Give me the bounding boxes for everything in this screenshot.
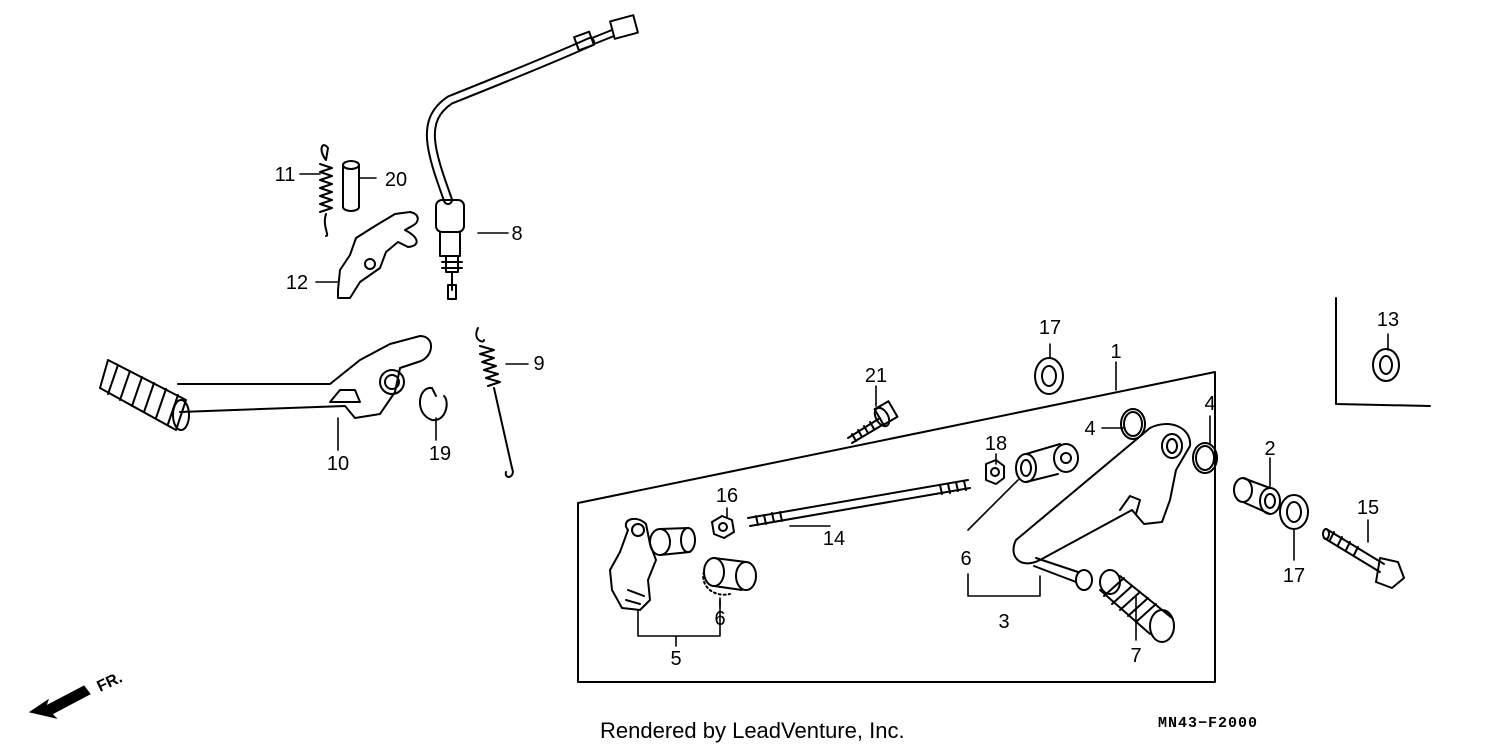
callout-9: 9 bbox=[533, 353, 544, 375]
callout-3: 3 bbox=[998, 611, 1009, 633]
part-16-nut bbox=[711, 515, 735, 539]
callout-4-left: 4 bbox=[1084, 418, 1095, 440]
callout-18: 18 bbox=[985, 433, 1007, 455]
part-8-switch-cable bbox=[425, 14, 639, 300]
part-10-pedal-arm bbox=[177, 335, 432, 419]
part-9-spring bbox=[475, 327, 514, 478]
part-3-shift-lever bbox=[1012, 423, 1192, 591]
part-17-washer-lower bbox=[1279, 494, 1309, 530]
callout-17-upper: 17 bbox=[1039, 317, 1061, 339]
callout-21: 21 bbox=[865, 365, 887, 387]
callout-1: 1 bbox=[1110, 341, 1121, 363]
callout-10: 10 bbox=[327, 453, 349, 475]
assembly-boundary-box bbox=[577, 371, 1216, 683]
part-5-shift-arm bbox=[609, 517, 696, 611]
callout-15: 15 bbox=[1357, 497, 1379, 519]
part-6-joint-lower bbox=[702, 557, 757, 596]
pedal-rubber-left bbox=[99, 359, 190, 431]
part-17-washer-upper bbox=[1034, 357, 1064, 395]
part-7-pedal-rubber bbox=[1099, 569, 1175, 643]
part-11-spring bbox=[319, 144, 333, 237]
callout-19: 19 bbox=[429, 443, 451, 465]
part-2-collar bbox=[1233, 477, 1281, 515]
part-4-ring-right bbox=[1192, 442, 1218, 474]
front-direction-arrow: FR. bbox=[28, 669, 126, 719]
callout-17-lower: 17 bbox=[1283, 565, 1305, 587]
callout-7: 7 bbox=[1130, 645, 1141, 667]
callout-6-upper: 6 bbox=[960, 548, 971, 570]
part-6-joint-upper bbox=[1015, 443, 1079, 483]
callout-5: 5 bbox=[670, 648, 681, 670]
callout-20: 20 bbox=[385, 169, 407, 191]
part-12-plate bbox=[337, 211, 419, 299]
diagram-code: MN43−F2000 bbox=[1158, 715, 1259, 732]
front-direction-label: FR. bbox=[95, 669, 126, 695]
callout-14: 14 bbox=[823, 528, 845, 550]
part-15-bolt bbox=[1322, 528, 1405, 589]
part-18-nut bbox=[985, 459, 1005, 485]
part-14-rod bbox=[747, 479, 971, 527]
part-13-washer bbox=[1372, 348, 1400, 382]
callout-11: 11 bbox=[275, 164, 296, 186]
part-4-ring-left bbox=[1120, 408, 1146, 440]
part-19-clip bbox=[419, 387, 448, 422]
callout-6-lower: 6 bbox=[714, 608, 725, 630]
rendered-by-credit: Rendered by LeadVenture, Inc. bbox=[600, 718, 905, 743]
callout-12: 12 bbox=[286, 272, 308, 294]
part-20-collar bbox=[342, 160, 360, 212]
callout-16: 16 bbox=[716, 485, 738, 507]
part-13-bracket bbox=[1335, 297, 1431, 407]
callout-8: 8 bbox=[511, 223, 522, 245]
callout-2: 2 bbox=[1264, 438, 1275, 460]
callout-leader-lines bbox=[299, 173, 1389, 647]
callout-13: 13 bbox=[1377, 309, 1399, 331]
callout-numbers: 1 2 3 4 4 5 6 6 7 8 9 10 11 12 13 14 15 … bbox=[275, 164, 1400, 670]
callout-4-right: 4 bbox=[1204, 393, 1215, 415]
part-21-bolt bbox=[847, 400, 899, 444]
